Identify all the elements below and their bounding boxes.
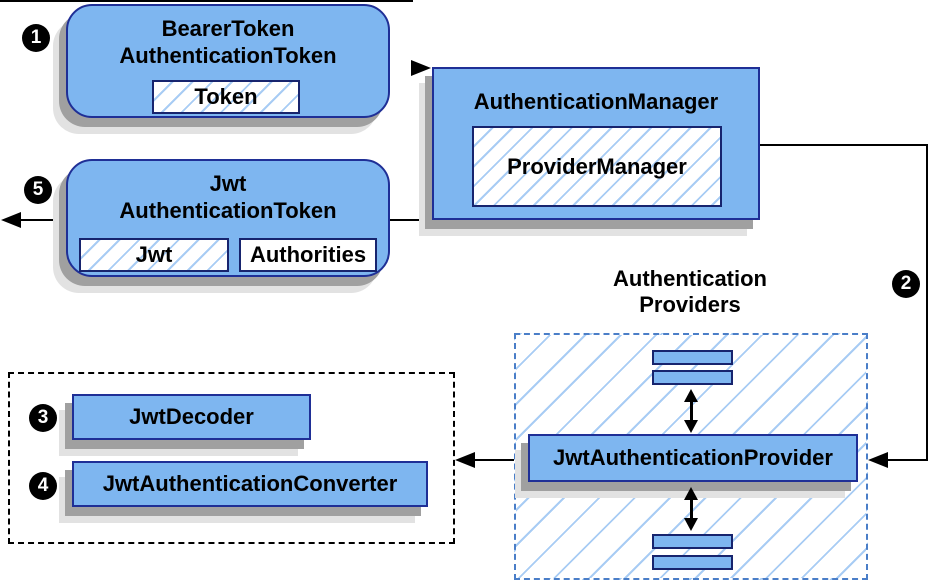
authentication-providers-label-line2: Providers [639, 292, 741, 317]
provider-placeholder-bar [652, 350, 733, 365]
bidirectional-arrow-bottom-up [684, 487, 698, 500]
step-3-badge: 3 [29, 404, 57, 432]
jwt-authentication-token-node: Jwt AuthenticationToken Jwt Authorities [66, 159, 390, 277]
step-1-badge: 1 [22, 24, 50, 52]
step-5-badge: 5 [24, 176, 52, 204]
authorities-field-label: Authorities [249, 242, 367, 267]
bearer-token-title-line1: BearerToken [161, 16, 295, 41]
jwt-authentication-provider-node: JwtAuthenticationProvider [528, 434, 858, 482]
jwt-token-title-line2: AuthenticationToken [119, 198, 337, 223]
bidirectional-arrow-bottom-down [684, 518, 698, 531]
step-2-badge: 2 [892, 270, 920, 298]
jwt-decoder-title: JwtDecoder [129, 404, 254, 429]
jwt-authentication-converter-node: JwtAuthenticationConverter [72, 461, 428, 507]
jwt-token-title-line1: Jwt [209, 171, 247, 196]
jwt-authentication-converter-title: JwtAuthenticationConverter [102, 471, 398, 496]
bearer-token-title-line2: AuthenticationToken [119, 43, 337, 68]
authentication-providers-label-line1: Authentication [613, 266, 767, 291]
bidirectional-arrow-top-down [684, 420, 698, 433]
jwt-token-title: Jwt AuthenticationToken [68, 161, 388, 224]
provider-placeholder-bar [652, 370, 733, 385]
decoder-converter-group [8, 372, 455, 544]
jwt-field-label: Jwt [135, 242, 173, 267]
jwt-decoder-node: JwtDecoder [72, 394, 311, 440]
bidirectional-arrow-top-up [684, 389, 698, 402]
arrowhead-into-authentication-manager [411, 60, 431, 76]
arrowhead-into-jwt-authentication-provider [868, 452, 888, 468]
token-field-label: Token [194, 84, 258, 109]
authentication-manager-node: AuthenticationManager ProviderManager [432, 67, 760, 220]
arrowhead-response-out [1, 212, 21, 228]
step-4-badge: 4 [29, 472, 57, 500]
step2-line-horizontal-top [760, 144, 928, 146]
token-field: Token [152, 80, 300, 114]
bidirectional-arrow-top-shaft [690, 400, 693, 422]
bearer-token-authentication-token-node: BearerToken AuthenticationToken Token [66, 4, 390, 118]
jwt-field: Jwt [79, 238, 229, 272]
provider-manager-label: ProviderManager [507, 153, 687, 179]
request-line [0, 0, 413, 2]
bidirectional-arrow-bottom-shaft [690, 498, 693, 520]
jwt-authentication-provider-title: JwtAuthenticationProvider [553, 445, 833, 470]
provider-placeholder-bar [652, 534, 733, 549]
authentication-providers-label: Authentication Providers [560, 266, 820, 318]
authentication-manager-title: AuthenticationManager [473, 89, 719, 114]
bearer-token-title: BearerToken AuthenticationToken [68, 6, 388, 69]
provider-manager-node: ProviderManager [472, 126, 722, 207]
arrowhead-into-decoder-group [455, 452, 475, 468]
step2-line-vertical [926, 144, 928, 460]
provider-placeholder-bar [652, 555, 733, 570]
provider-to-group-line [473, 459, 530, 461]
authorities-field: Authorities [239, 238, 377, 272]
step2-line-horizontal-bottom [886, 459, 928, 461]
